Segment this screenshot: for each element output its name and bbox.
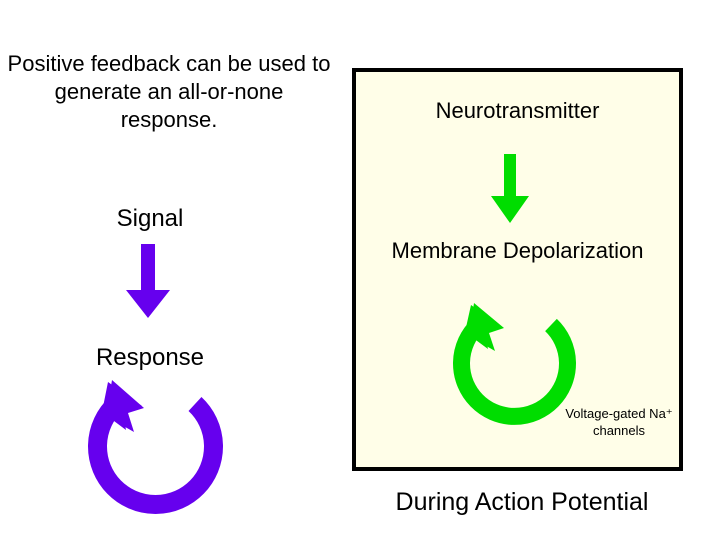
circular-arrow-icon-purple	[82, 378, 230, 530]
slide-caption: Positive feedback can be used to generat…	[7, 51, 331, 133]
arrow-down-icon-purple	[118, 244, 178, 319]
action-potential-panel	[352, 68, 683, 471]
circular-arrow-icon-green	[447, 301, 583, 441]
arrow-down-icon-green	[487, 154, 533, 224]
response-label: Response	[95, 344, 205, 371]
membrane-depolarization-label: Membrane Depolarization	[391, 238, 644, 263]
neurotransmitter-label: Neurotransmitter	[435, 98, 600, 123]
signal-label: Signal	[116, 205, 184, 232]
voltage-gated-channels-label: Voltage-gated Na⁺ channels	[565, 406, 673, 438]
during-action-potential-label: During Action Potential	[395, 488, 649, 516]
